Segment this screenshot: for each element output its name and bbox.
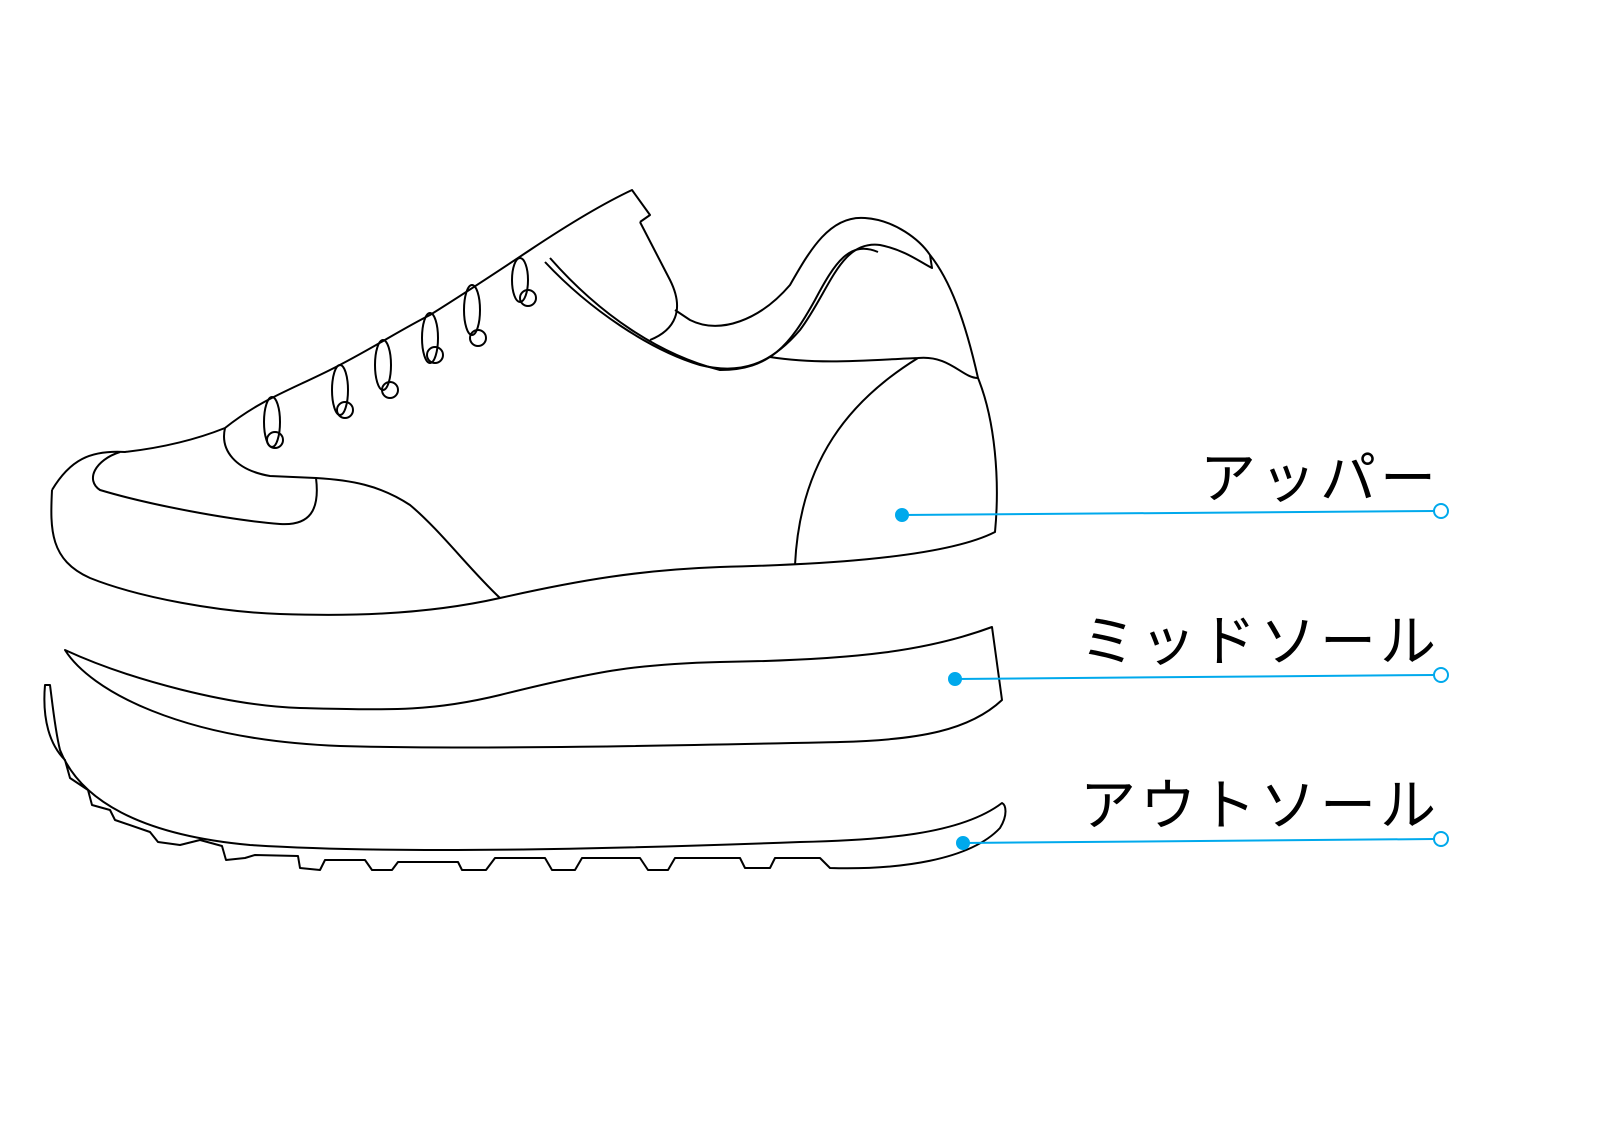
tongue — [544, 216, 933, 370]
label-upper: アッパー — [1200, 447, 1440, 512]
eyelets — [263, 257, 537, 449]
outsole-anchor-dot — [956, 836, 970, 850]
outsole-end-ring — [1433, 831, 1449, 847]
quarter-line — [769, 356, 979, 379]
upper-outline — [50, 254, 998, 616]
heel-counter — [794, 357, 919, 566]
upper-anchor-dot — [895, 508, 909, 522]
lace-panel — [224, 189, 651, 429]
midsole-outline — [64, 626, 1003, 749]
tongue-inner — [549, 247, 879, 371]
eyestay — [223, 427, 317, 479]
midsole-end-ring — [1433, 667, 1449, 683]
callout-lines — [895, 503, 1449, 850]
toe-cap — [51, 427, 226, 491]
upper-end-ring — [1433, 503, 1449, 519]
midsole-anchor-dot — [948, 672, 962, 686]
label-outsole: アウトソール — [1080, 774, 1440, 839]
label-midsole: ミッドソール — [1080, 610, 1440, 675]
toe-panel — [91, 451, 501, 599]
outsole-outline — [43, 684, 1007, 871]
